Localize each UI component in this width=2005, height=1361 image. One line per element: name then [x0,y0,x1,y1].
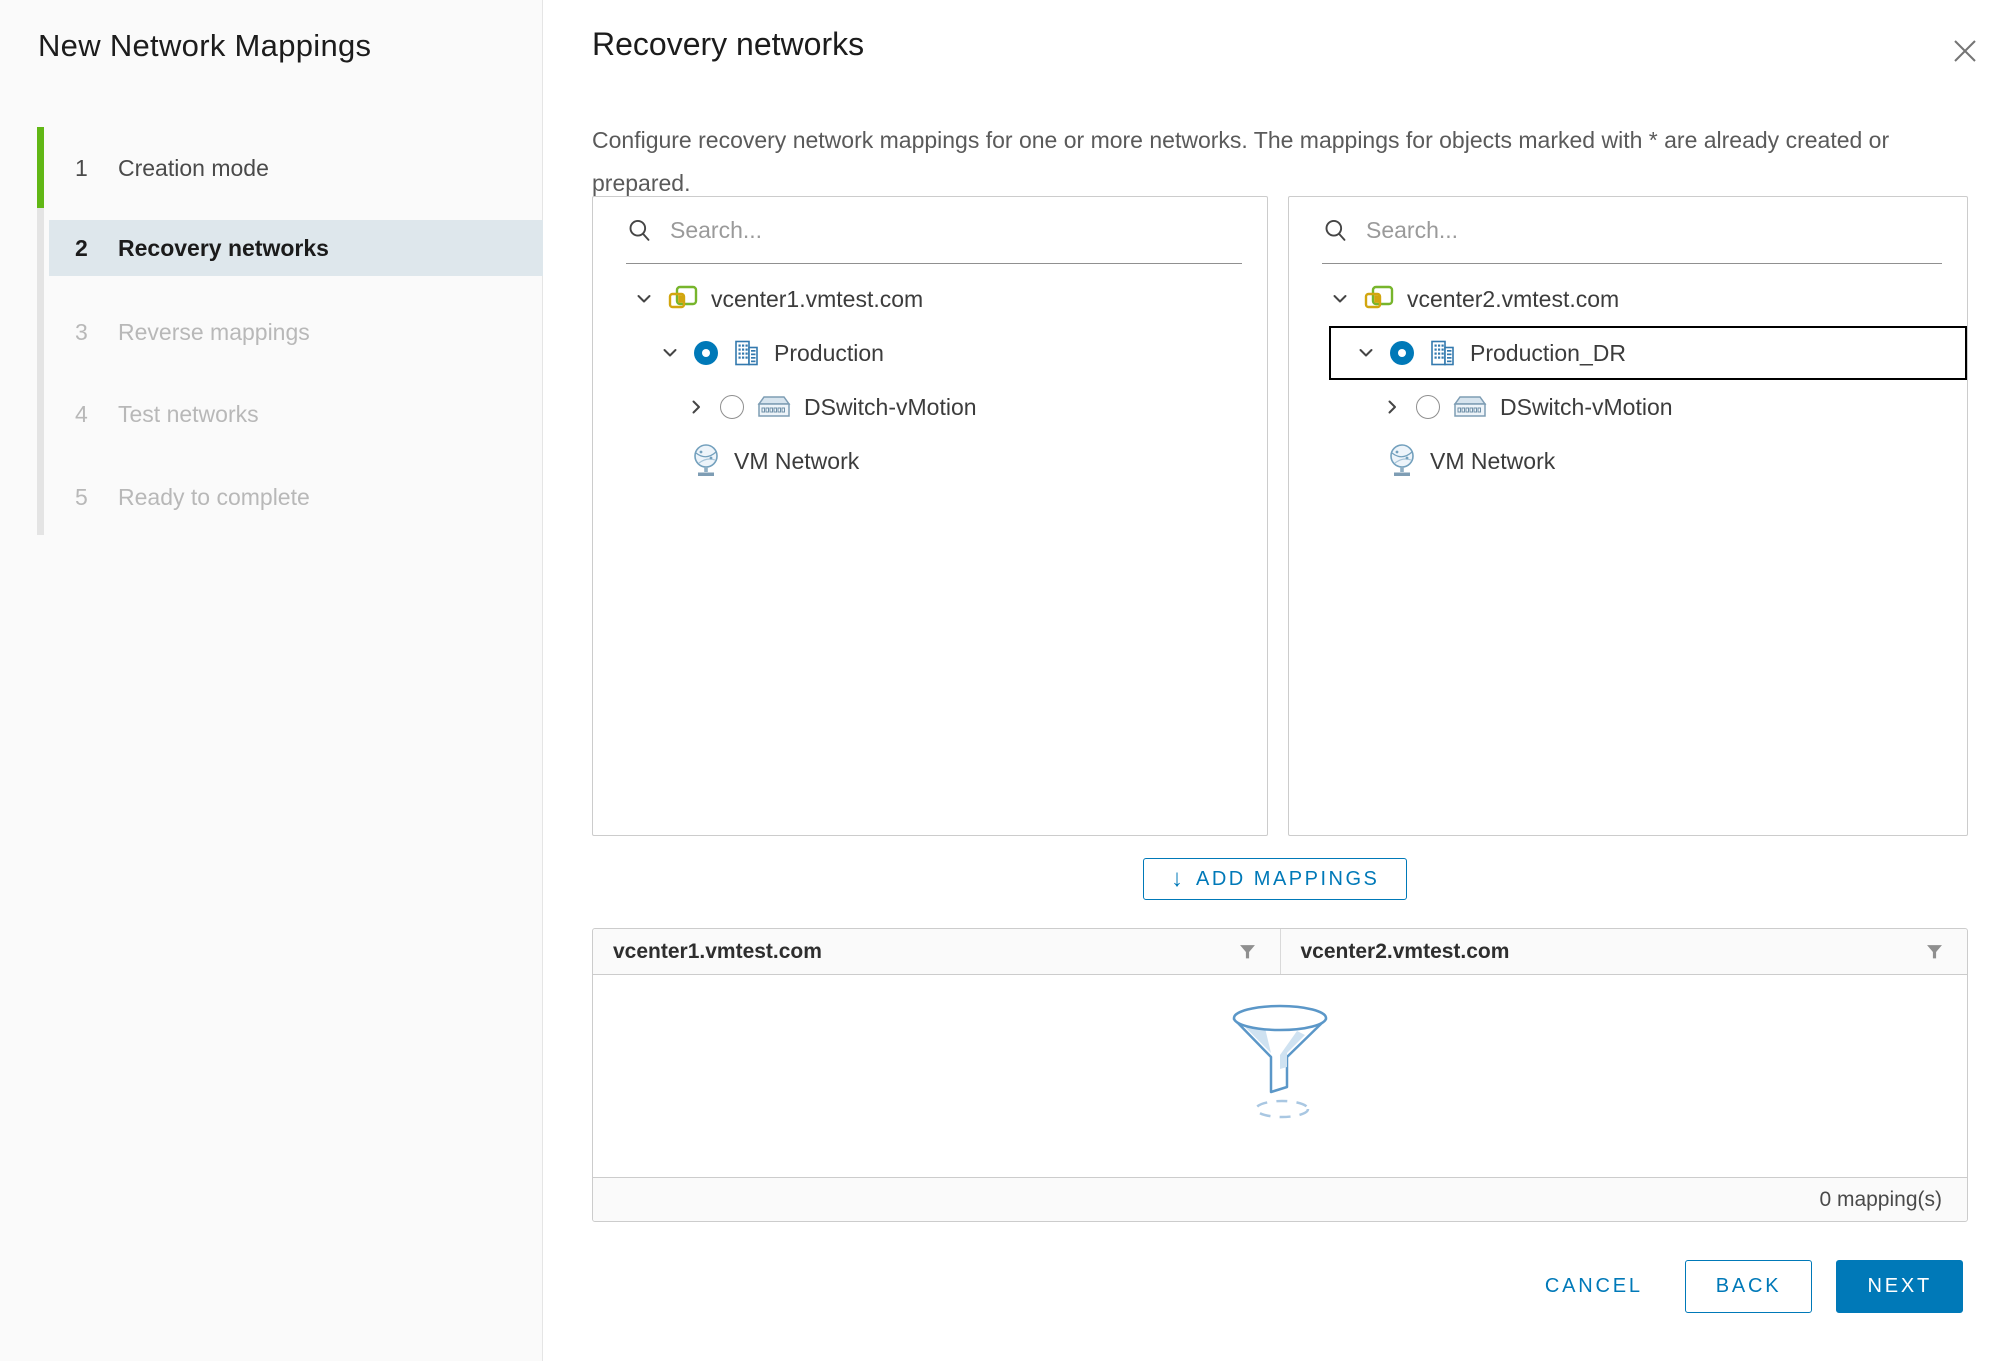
tree-item-label: VM Network [734,447,860,474]
chevron-down-icon[interactable] [1329,288,1351,310]
empty-filter-funnel-illustration [1223,975,1337,1123]
tree-item-label: VM Network [1430,447,1556,474]
step-test-networks[interactable]: 4 Test networks [49,386,543,442]
mappings-table-header: vcenter1.vmtest.com vcenter2.vmtest.com [593,929,1967,975]
target-search-input[interactable] [1364,215,1942,245]
wizard-progress-fill [37,127,44,208]
mapping-count: 0 mapping(s) [1819,1187,1942,1211]
vcenter-icon [1364,285,1394,313]
step-reverse-mappings[interactable]: 3 Reverse mappings [49,304,543,360]
page-title: Recovery networks [592,26,865,62]
column-header-target: vcenter2.vmtest.com [1281,929,1968,974]
column-header-label: vcenter2.vmtest.com [1300,939,1510,963]
wizard-progress-track [37,127,44,535]
radio-button-selected[interactable] [1390,341,1414,365]
network-icon [691,443,721,479]
step-label: Test networks [118,400,259,427]
target-search-row [1322,197,1942,264]
step-number: 2 [75,234,88,261]
search-icon [626,217,653,244]
tree-item-label: DSwitch-vMotion [1500,393,1673,420]
step-number: 1 [75,154,88,181]
column-header-source: vcenter1.vmtest.com [593,929,1281,974]
tree-item-label: Production [774,339,884,366]
dswitch-icon [1453,395,1487,419]
tree-item-production[interactable]: Production [593,326,1267,380]
filter-button[interactable] [1235,940,1260,964]
step-ready-to-complete[interactable]: 5 Ready to complete [49,469,543,525]
chevron-right-icon[interactable] [1381,396,1403,418]
cancel-button[interactable]: CANCEL [1527,1260,1661,1313]
vcenter-icon [668,285,698,313]
wizard-title: New Network Mappings [38,28,372,63]
step-label: Reverse mappings [118,318,310,345]
radio-button-selected[interactable] [694,341,718,365]
wizard-sidebar: New Network Mappings 1 Creation mode 2 R… [0,0,543,1361]
step-label: Creation mode [118,154,269,181]
tree-item-production-dr[interactable]: Production_DR [1329,326,1967,380]
page-description: Configure recovery network mappings for … [592,127,1890,196]
source-search-input[interactable] [668,215,1242,245]
tree-item-vcenter1[interactable]: vcenter1.vmtest.com [593,272,1267,326]
add-mappings-button[interactable]: ↓ ADD MAPPINGS [1143,858,1408,900]
wizard-footer-actions: CANCEL BACK NEXT [1527,1260,1963,1313]
tree-item-dswitch[interactable]: DSwitch-vMotion [593,380,1267,434]
network-icon [1387,443,1417,479]
filter-button[interactable] [1922,940,1947,964]
target-tree: vcenter2.vmtest.com [1289,264,1967,488]
mappings-table-empty-state [593,975,1967,1177]
dswitch-icon [757,395,791,419]
step-number: 4 [75,400,88,427]
add-mappings-label: ADD MAPPINGS [1196,867,1380,890]
back-button[interactable]: BACK [1684,1260,1813,1313]
chevron-down-icon[interactable] [1355,342,1377,364]
step-creation-mode[interactable]: 1 Creation mode [49,140,543,196]
radio-button-unselected[interactable] [1416,395,1440,419]
close-icon [1948,34,1982,68]
step-number: 5 [75,483,88,510]
step-label: Recovery networks [118,234,329,261]
chevron-down-icon[interactable] [633,288,655,310]
tree-item-label: vcenter1.vmtest.com [711,285,924,312]
chevron-right-icon[interactable] [685,396,707,418]
tree-item-label: Production_DR [1470,339,1626,366]
filter-icon [1239,944,1256,960]
chevron-down-icon[interactable] [659,342,681,364]
tree-item-vcenter2[interactable]: vcenter2.vmtest.com [1289,272,1967,326]
step-label: Ready to complete [118,483,310,510]
step-recovery-networks[interactable]: 2 Recovery networks [49,220,543,276]
step-number: 3 [75,318,88,345]
column-header-label: vcenter1.vmtest.com [613,939,822,963]
source-tree: vcenter1.vmtest.com [593,264,1267,488]
tree-item-dswitch[interactable]: DSwitch-vMotion [1289,380,1967,434]
next-button[interactable]: NEXT [1836,1260,1963,1313]
filter-icon [1926,944,1943,960]
datacenter-icon [731,338,761,368]
tree-item-vm-network[interactable]: VM Network [1289,434,1967,488]
arrow-down-icon: ↓ [1171,865,1183,892]
tree-item-label: vcenter2.vmtest.com [1407,285,1620,312]
source-network-tree-panel: vcenter1.vmtest.com [592,196,1268,836]
search-icon [1322,217,1349,244]
target-network-tree-panel: vcenter2.vmtest.com [1288,196,1968,836]
datacenter-icon [1427,338,1457,368]
radio-button-unselected[interactable] [720,395,744,419]
mappings-table: vcenter1.vmtest.com vcenter2.vmtest.com [592,928,1968,1222]
mappings-table-footer: 0 mapping(s) [593,1177,1967,1221]
tree-item-vm-network[interactable]: VM Network [593,434,1267,488]
close-button[interactable] [1942,28,1988,74]
source-search-row [626,197,1242,264]
tree-item-label: DSwitch-vMotion [804,393,977,420]
